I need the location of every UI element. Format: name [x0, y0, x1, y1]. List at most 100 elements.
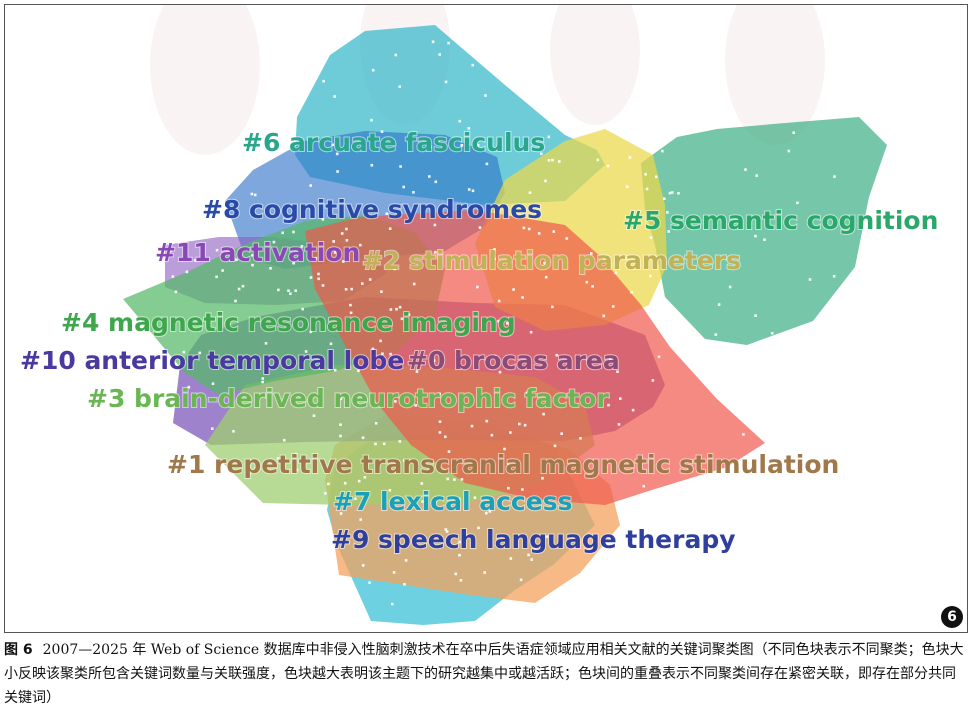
keyword-node [370, 163, 374, 167]
keyword-node [493, 354, 497, 358]
cluster-label-6: #6 arcuate fasciculus [242, 128, 545, 157]
keyword-node [551, 305, 554, 309]
keyword-node [473, 496, 477, 499]
keyword-node [446, 477, 449, 481]
keyword-node [171, 275, 175, 278]
keyword-node [459, 579, 463, 582]
keyword-node [447, 41, 450, 45]
keyword-node [380, 130, 384, 133]
keyword-node [359, 243, 362, 247]
keyword-node [754, 234, 757, 238]
keyword-node [606, 164, 610, 168]
keyword-node [431, 40, 435, 44]
keyword-node [490, 250, 493, 254]
keyword-node [361, 564, 365, 567]
keyword-node [393, 267, 396, 271]
keyword-node [361, 436, 365, 439]
keyword-node [631, 408, 635, 412]
keyword-node [619, 397, 622, 400]
keyword-node [611, 305, 615, 308]
keyword-node [796, 201, 799, 205]
keyword-node [340, 232, 344, 235]
keyword-node [438, 431, 442, 434]
keyword-node [607, 403, 610, 407]
keyword-node [714, 333, 718, 336]
keyword-node [458, 553, 461, 557]
keyword-node [483, 571, 486, 574]
keyword-node [509, 431, 512, 434]
keyword-node [542, 412, 545, 416]
keyword-node [445, 530, 449, 533]
keyword-node [399, 165, 402, 168]
keyword-node [357, 369, 360, 373]
keyword-node [415, 370, 419, 373]
keyword-node [509, 557, 513, 560]
keyword-node [437, 140, 440, 143]
keyword-node [484, 94, 487, 97]
keyword-node [433, 223, 437, 227]
keyword-node [590, 252, 593, 255]
keyword-node [792, 215, 795, 218]
keyword-node [374, 422, 378, 425]
keyword-node [193, 259, 197, 262]
keyword-node [324, 492, 327, 495]
keyword-node [518, 422, 521, 426]
keyword-node [174, 290, 178, 294]
keyword-node [485, 419, 489, 423]
keyword-node [544, 275, 548, 279]
keyword-node [744, 168, 747, 171]
keyword-node [512, 288, 515, 291]
figure-badge: 6 [941, 606, 963, 628]
keyword-node [350, 287, 353, 291]
keyword-node [625, 185, 629, 188]
keyword-node [434, 180, 438, 184]
keyword-node [336, 170, 339, 173]
keyword-node [420, 482, 424, 485]
cluster-label-0: #0 brocas area [407, 346, 620, 375]
keyword-node [368, 278, 372, 281]
keyword-node [460, 478, 464, 481]
keyword-node [385, 212, 388, 216]
keyword-node [321, 284, 325, 287]
keyword-node [241, 284, 245, 288]
keyword-node [833, 175, 836, 178]
keyword-node [403, 583, 406, 586]
caption-text: 2007—2025 年 Web of Science 数据库中非侵入性脑刺激技术… [4, 642, 964, 706]
keyword-node [444, 435, 447, 439]
keyword-node [717, 303, 721, 306]
keyword-node [339, 434, 342, 438]
keyword-node [677, 192, 680, 195]
keyword-node [528, 191, 532, 194]
keyword-node [668, 191, 672, 195]
keyword-node [349, 303, 352, 307]
keyword-node [490, 433, 494, 437]
keyword-node [521, 488, 524, 491]
keyword-node [304, 350, 308, 353]
keyword-node [264, 342, 268, 345]
keyword-node [551, 158, 554, 162]
keyword-node [614, 271, 617, 275]
cluster-label-2: #2 stimulation parameters [362, 246, 741, 275]
keyword-node [667, 230, 670, 233]
cluster-0-region [305, 210, 765, 505]
keyword-node [294, 289, 297, 292]
keyword-node [257, 466, 260, 469]
keyword-node [509, 260, 513, 264]
keyword-node [371, 68, 375, 72]
keyword-node [470, 424, 474, 428]
keyword-node [327, 482, 330, 486]
keyword-node [755, 174, 758, 177]
keyword-node [235, 258, 238, 261]
keyword-node [552, 230, 556, 233]
keyword-node [467, 127, 471, 130]
keyword-node [428, 175, 431, 178]
keyword-node [506, 322, 509, 325]
keyword-node [331, 143, 334, 147]
keyword-node [198, 351, 202, 355]
keyword-node [498, 370, 502, 374]
keyword-node [439, 142, 442, 146]
keyword-node [371, 347, 375, 351]
keyword-node [344, 288, 348, 291]
keyword-node [565, 237, 569, 240]
